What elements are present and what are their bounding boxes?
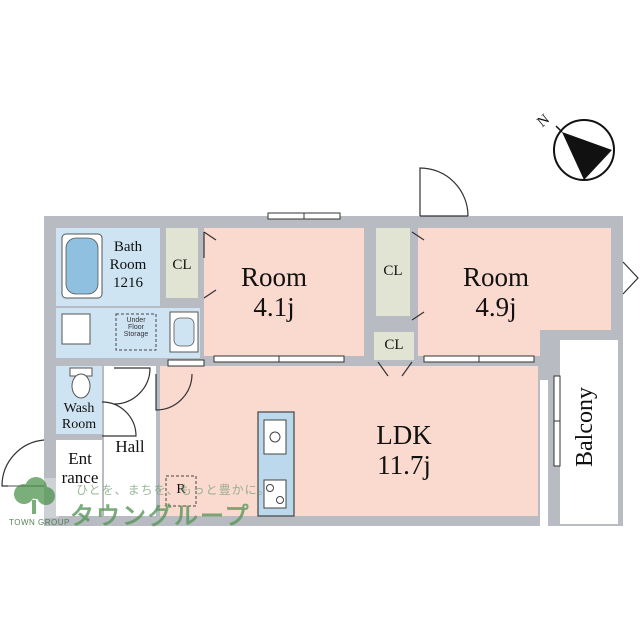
balcony-label: Balcony [572,387,598,467]
under-floor-line-1: Under [126,317,146,324]
door-room-1 [203,231,217,299]
wash-room-label: Wash Room [56,402,102,432]
door-ldk [155,373,193,411]
watermark-english: TOWN GROUP [9,518,70,527]
balcony-area [560,340,618,524]
closet-3-label: CL [384,337,404,353]
under-floor-line-2: Floor [128,324,144,331]
closet-2-label: CL [383,263,403,279]
compass-icon [553,119,615,181]
wash-label-line-2: Room [61,417,97,432]
wash-label-line-1: Wash [63,401,95,416]
fridge-box [165,475,197,507]
wash-basin-icon [169,311,199,353]
door-room-2-side [622,261,639,295]
door-entrance [1,439,45,487]
bath-label-line-1: Bath [113,239,143,255]
ldk-name: LDK [376,420,432,450]
room-1-name: Room [240,262,307,292]
entrance-label-line-1: Ent [68,449,92,468]
washer-pan-icon [61,313,91,345]
watermark-logo-icon [8,477,60,518]
entrance-label: Ent rance [52,450,108,486]
room-1-size: 4.1j [253,292,295,322]
room-2-name: Room [462,262,529,292]
under-floor-storage-label: Under Floor Storage [116,317,156,338]
closet-1-area [166,228,198,298]
watermark-brand: タウングループ [70,502,251,530]
fridge-label: R [176,482,186,497]
room-1-label: Room 4.1j [214,264,334,321]
bath-label-line-2: Room [109,257,147,273]
room-2-label: Room 4.9j [436,264,556,321]
under-floor-box [115,313,157,351]
hall-label: Hall [115,437,145,456]
toilet-icon [69,367,93,399]
door-wash [113,367,151,405]
closet-1-label: CL [172,257,192,273]
room-2-size: 4.9j [475,292,517,322]
closet-3-area [374,332,414,360]
door-top-room-2 [419,167,469,217]
room-1-area [204,228,364,356]
watermark-tagline: ひとを、まちを、もっと豊かに。 [76,483,271,497]
closet-2-area [376,228,410,316]
room-2-area [418,228,611,356]
entrance-label-line-2: rance [61,468,99,487]
under-floor-line-3: Storage [123,331,149,338]
door-closet-3 [377,361,413,377]
entrance-area [56,440,102,516]
doors [1,167,639,487]
bath-room-label: Bath Room 1216 [98,240,158,291]
windows [167,212,561,467]
kitchen-counter [257,411,295,517]
ldk-size: 11.7j [377,450,431,480]
ldk-label: LDK 11.7j [344,422,464,479]
ldk-area [160,366,538,516]
bath-size: 1216 [113,275,143,291]
door-toilet [101,401,137,437]
door-closet-2 [411,231,425,321]
hall-area [104,366,156,516]
bathtub-icon [61,233,103,299]
